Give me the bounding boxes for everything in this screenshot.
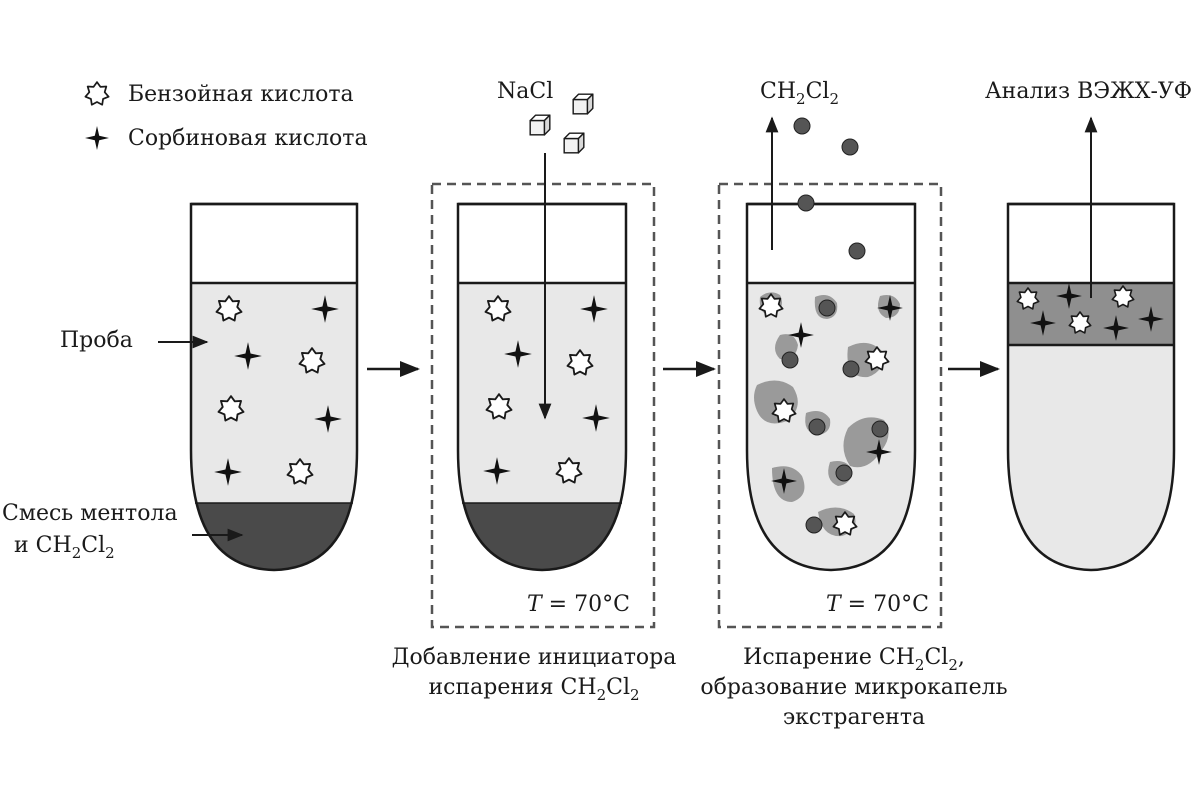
salt-crystal-icon bbox=[563, 132, 585, 154]
step3-caption-line1: Испарение CH2Cl2, bbox=[743, 645, 965, 674]
droplet-icon bbox=[818, 299, 836, 317]
mixture-label-line1: Смесь ментола bbox=[2, 501, 178, 526]
ch2cl2-label: CH2Cl2 bbox=[760, 79, 839, 108]
tube-initial-sample bbox=[189, 202, 359, 572]
solvent-droplets bbox=[781, 299, 889, 534]
droplet-icon bbox=[835, 464, 853, 482]
heating-zone-box bbox=[717, 182, 943, 629]
menthol-mixture-layer bbox=[458, 503, 626, 570]
salt-crystal-icon bbox=[529, 114, 551, 136]
step2-caption-line2: испарения CH2Cl2 bbox=[428, 675, 639, 704]
droplet-icon bbox=[842, 360, 860, 378]
droplet-icon bbox=[781, 351, 799, 369]
legend-benzoic-label: Бензойная кислота bbox=[128, 82, 354, 107]
temperature-label: T = 70°C bbox=[527, 592, 630, 617]
tube-salt-addition bbox=[456, 202, 628, 572]
droplet-icon bbox=[805, 516, 823, 534]
analysis-label: Анализ ВЭЖХ-УФ bbox=[985, 79, 1192, 104]
tube-extract-phase bbox=[1006, 202, 1176, 572]
nacl-label: NaCl bbox=[497, 79, 553, 104]
menthol-mixture-layer bbox=[191, 503, 357, 570]
legend: Бензойная кислота Сорбиновая кислота bbox=[84, 81, 368, 151]
tube-microdroplet-formation bbox=[745, 202, 917, 572]
droplet-icon bbox=[793, 117, 811, 135]
sorbic-acid-legend-icon bbox=[85, 126, 109, 150]
benzoic-acid-legend-icon bbox=[84, 81, 110, 106]
droplet-icon bbox=[841, 138, 859, 156]
step2-caption-line1: Добавление инициатора bbox=[392, 645, 677, 670]
step3-caption-line2: образование микрокапель bbox=[700, 675, 1007, 700]
droplet-icon bbox=[808, 418, 826, 436]
temperature-label: T = 70°C bbox=[826, 592, 929, 617]
step3-caption-line3: экстрагента bbox=[783, 705, 925, 730]
droplet-icon bbox=[848, 242, 866, 260]
salt-crystal-icon bbox=[572, 93, 594, 115]
sample-label: Проба bbox=[60, 328, 133, 353]
legend-sorbic-label: Сорбиновая кислота bbox=[128, 126, 368, 151]
heating-zone-box bbox=[430, 182, 656, 629]
mixture-label-line2: и CH2Cl2 bbox=[14, 533, 115, 562]
droplet-icon bbox=[871, 420, 889, 438]
droplet-icon bbox=[797, 194, 815, 212]
evaporating-droplets bbox=[793, 117, 866, 260]
